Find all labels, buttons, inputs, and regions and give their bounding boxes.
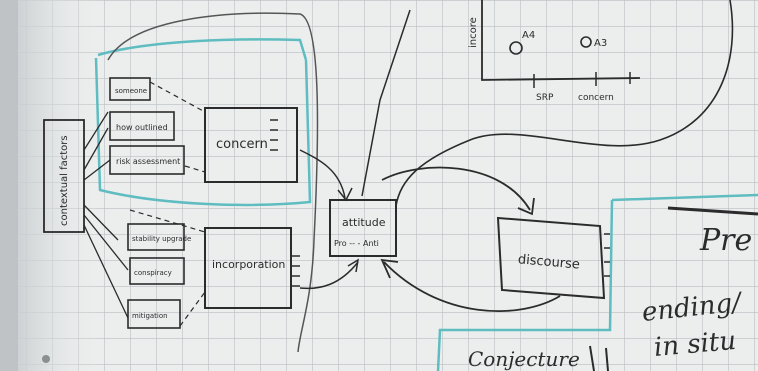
small-box-l2: conspiracy [129,257,185,285]
small-box-mid: how outlined [109,111,175,141]
svg-text:how outlined: how outlined [116,123,168,132]
in-situ-text: in situ [653,326,737,363]
plot-y-label: incore [468,17,479,48]
plot-point-a4-label: A4 [522,30,535,41]
incorporation-label: incorporation [212,258,285,271]
pre-text: Pre [699,223,752,258]
contextual-factors-box: contextual factors [43,119,85,233]
plot-point-a4 [509,41,523,55]
plot-point-a3-label: A3 [594,38,607,49]
boundary-line [107,12,319,353]
svg-text:someone: someone [115,87,147,95]
small-box-l3: mitigation [127,299,181,329]
svg-text:stability upgrade: stability upgrade [132,235,191,243]
concern-box: concern [204,107,298,183]
small-box-bottom: risk assessment [109,145,185,175]
board-screw [42,355,50,363]
concern-label: concern [216,137,268,152]
conjecture-text: Conjecture [468,347,580,371]
teal-outline-top [94,38,312,207]
contextual-factors-label: contextual factors [59,135,70,226]
plot-x-label-concern: concern [578,93,614,103]
attitude-box: attitude Pro -- - Anti [329,199,397,257]
attitude-sub-label: Pro -- - Anti [334,239,379,248]
sweep-line [395,0,734,207]
plot-point-a3 [580,36,592,48]
discourse-label: discourse [517,252,580,272]
incorporation-box: incorporation [204,227,300,309]
attitude-label: attitude [342,216,386,229]
svg-text:risk assessment: risk assessment [116,157,180,166]
teal-outline-right [436,193,758,371]
sketch-plot: incore A4 A3 SRP concern [468,0,641,103]
board-frame [0,0,18,371]
small-box-l1: stability upgrade [127,223,191,251]
plot-x-label-srp: SRP [536,93,554,103]
svg-text:conspiracy: conspiracy [134,269,172,277]
small-box-top: someone [109,77,151,101]
discourse-box: discourse [496,216,610,300]
svg-text:mitigation: mitigation [132,312,168,320]
